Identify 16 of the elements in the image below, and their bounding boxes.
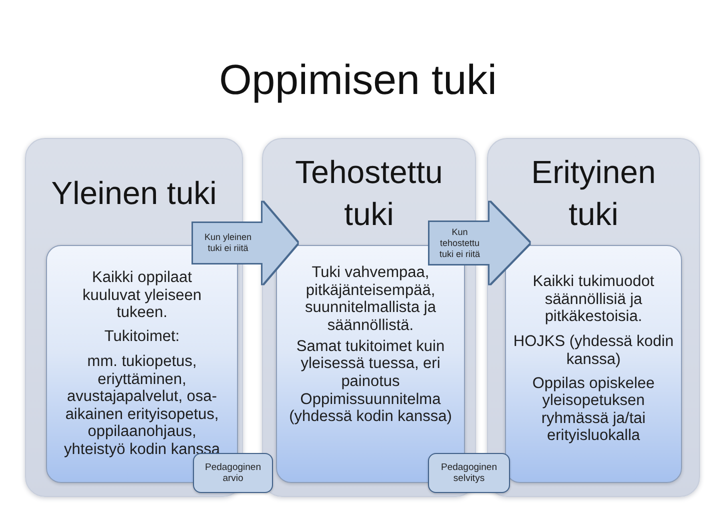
box-text: Kaikki oppilaat kuuluvat yleiseen tukeen. [82, 269, 202, 322]
diagram-title: Oppimisen tuki [219, 55, 497, 105]
box-label: Pedagoginen selvitys [440, 462, 498, 484]
box-text: Tuki vahvempaa, pitkäjänteisempää, suunnitelmallista ja säännöllistä. [304, 264, 437, 334]
content-box [505, 245, 682, 483]
box-label: Pedagoginen arvio [204, 462, 262, 484]
panel-heading: Yleinen tuki [51, 174, 217, 212]
box-text: Tukitoimet: [104, 328, 180, 346]
box-text: HOJKS (yhdessä kodin kanssa) [512, 333, 675, 368]
box-text: Samat tukitoimet kuin yleisessä tuessa, eri painotus [295, 338, 446, 390]
panel-heading: Erityinen tuki [530, 152, 657, 234]
box-text: Oppimissuunnitelma (yhdessä kodin kanssa) [288, 390, 453, 426]
note-box [193, 453, 273, 493]
note-box [428, 453, 510, 493]
box-text: Kaikki tukimuodot säännöllisiä ja pitkäkestoisia. [532, 273, 656, 326]
box-text: Oppilas opiskelee yleisopetuksen ryhmässä ja/tai erityisluokalla [531, 374, 656, 444]
